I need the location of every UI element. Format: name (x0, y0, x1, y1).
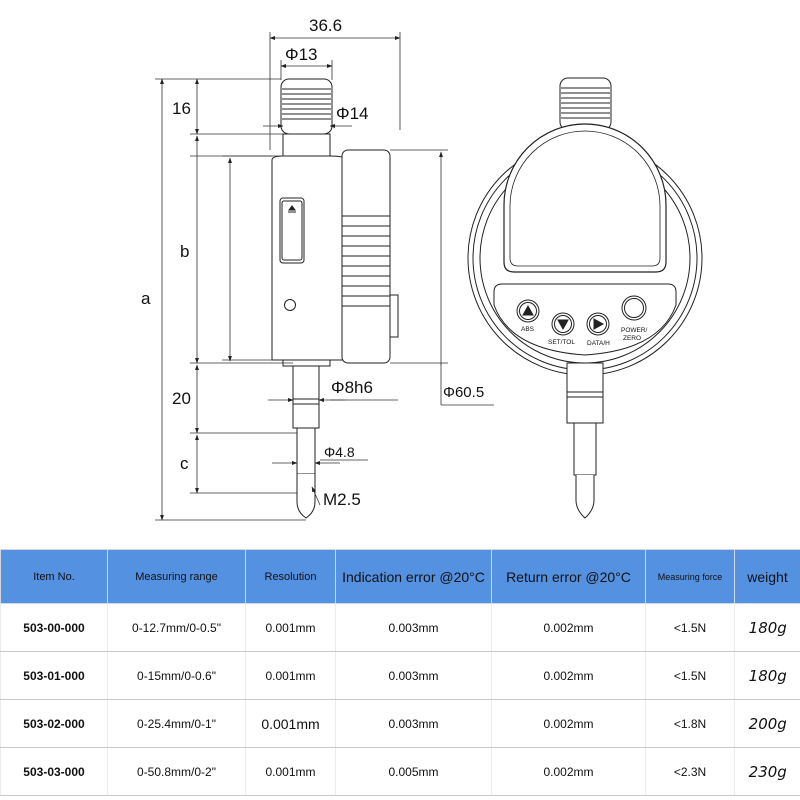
header-measuring-force: Measuring force (645, 549, 735, 604)
dim-thread: M2.5 (323, 490, 361, 509)
dim-spindle-length: 20 (172, 389, 191, 408)
cell-indication-error: 0.003mm (335, 651, 492, 700)
header-return-error: Return error @20°C (491, 549, 646, 604)
cell-measuring-force: <1.5N (645, 651, 735, 700)
set-tol-label: SET/TOL (548, 339, 575, 346)
cell-resolution: 0.001mm (245, 699, 336, 748)
dimension-lines (155, 32, 494, 521)
cell-return-error: 0.002mm (491, 603, 646, 652)
side-view (271, 78, 399, 519)
header-measuring-range: Measuring range (107, 549, 246, 604)
cell-weight: 230g (734, 747, 800, 796)
dim-cap-height: 16 (172, 99, 191, 118)
cell-weight: 180g (734, 603, 800, 652)
dim-spindle-diameter: Φ4.8 (324, 444, 355, 460)
cell-item-no: 503-02-000 (0, 699, 108, 748)
cell-measuring-range: 0-50.8mm/0-2" (107, 747, 246, 796)
cell-resolution: 0.001mm (245, 651, 336, 700)
technical-drawing: 36.6 Φ13 Φ14 16 b a 20 c Φ8h6 Φ60.5 Φ4.8… (141, 16, 703, 521)
abs-label: ABS (521, 326, 535, 333)
dim-stem-fit: Φ8h6 (331, 378, 373, 397)
table-row: 503-03-000 0-50.8mm/0-2" 0.001mm 0.005mm… (0, 747, 800, 796)
cell-indication-error: 0.003mm (335, 603, 492, 652)
cell-weight: 200g (734, 699, 800, 748)
header-indication-error: Indication error @20°C (335, 549, 492, 604)
table-row: 503-02-000 0-25.4mm/0-1" 0.001mm 0.003mm… (0, 699, 800, 748)
cell-measuring-force: <1.5N (645, 603, 735, 652)
dim-body-height: b (180, 242, 189, 261)
cell-return-error: 0.002mm (491, 747, 646, 796)
cell-return-error: 0.002mm (491, 699, 646, 748)
cell-measuring-force: <1.8N (645, 699, 735, 748)
data-h-label: DATA/H (587, 340, 610, 347)
table-row: 503-00-000 0-12.7mm/0-0.5" 0.001mm 0.003… (0, 603, 800, 652)
cell-resolution: 0.001mm (245, 603, 336, 652)
cell-measuring-range: 0-12.7mm/0-0.5" (107, 603, 246, 652)
cell-measuring-range: 0-15mm/0-0.6" (107, 651, 246, 700)
spec-table: Item No. Measuring range Resolution Indi… (0, 549, 800, 796)
cell-weight: 180g (734, 651, 800, 700)
cell-measuring-range: 0-25.4mm/0-1" (107, 699, 246, 748)
cell-indication-error: 0.003mm (335, 699, 492, 748)
table-row: 503-01-000 0-15mm/0-0.6" 0.001mm 0.003mm… (0, 651, 800, 700)
cell-item-no: 503-03-000 (0, 747, 108, 796)
dim-cap-diameter: Φ14 (336, 104, 368, 123)
header-resolution: Resolution (245, 549, 336, 604)
dim-contact-length: c (180, 454, 189, 473)
dim-stem-diameter: Φ13 (285, 45, 317, 64)
header-item-no: Item No. (0, 549, 108, 604)
power-zero-label-line2: ZERO (623, 335, 641, 342)
cell-measuring-force: <2.3N (645, 747, 735, 796)
dim-width-total: 36.6 (309, 16, 342, 35)
dim-dial-diameter: Φ60.5 (443, 384, 484, 401)
cell-return-error: 0.002mm (491, 651, 646, 700)
header-weight: weight (734, 549, 800, 604)
cell-item-no: 503-00-000 (0, 603, 108, 652)
power-zero-label-line1: POWER/ (621, 327, 648, 334)
front-view (467, 77, 703, 519)
front-button-labels: ABS SET/TOL DATA/H POWER/ ZERO (521, 326, 648, 347)
cell-item-no: 503-01-000 (0, 651, 108, 700)
table-header-row: Item No. Measuring range Resolution Indi… (0, 549, 800, 604)
dim-overall-height: a (141, 289, 151, 308)
dimension-labels: 36.6 Φ13 Φ14 16 b a 20 c Φ8h6 Φ60.5 Φ4.8… (141, 16, 484, 509)
cell-resolution: 0.001mm (245, 747, 336, 796)
cell-indication-error: 0.005mm (335, 747, 492, 796)
